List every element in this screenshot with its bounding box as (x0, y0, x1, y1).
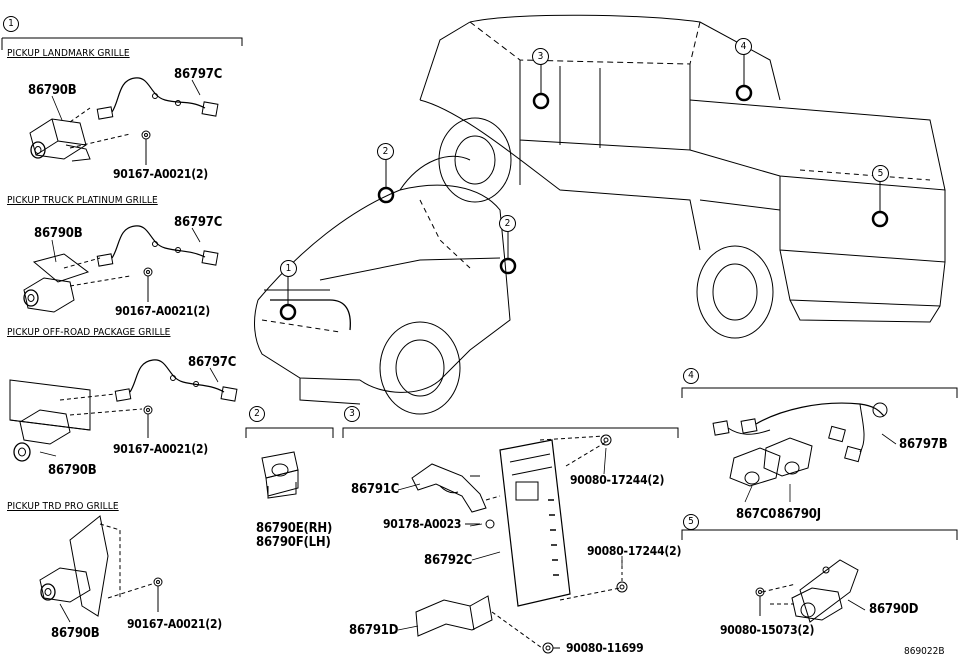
part-bracket-lower: 86791D (349, 623, 399, 638)
group-4-label: 4 (683, 368, 699, 384)
truck-callout-2-mirror: 2 (499, 215, 516, 232)
part-nut-top: 90080-17244(2) (570, 473, 665, 487)
offroad-camera-illustration (9, 379, 91, 462)
part-clip: 90178-A0023 (383, 517, 462, 531)
part-g5-screw: 90080-15073(2) (720, 623, 815, 637)
part-g5-camera: 86790D (869, 602, 919, 617)
upper-bracket-illustration (411, 463, 487, 513)
part-landmark-camera: 86790B (28, 83, 77, 98)
heading-platinum-grille: PICKUP TRUCK PLATINUM GRILLE (7, 195, 158, 206)
part-g4-camera: 86790J (777, 507, 821, 522)
group-5-label: 5 (683, 514, 699, 530)
part-mirror-camera-lh: 86790F(LH) (256, 535, 331, 550)
g5-screw-illustration (755, 587, 765, 616)
figure-id: 869022B (904, 646, 945, 657)
truck-callout-leaders (287, 54, 881, 305)
group-2-label: 2 (249, 406, 265, 422)
trd-screw-illustration (153, 577, 163, 612)
g4-harness-illustration (712, 402, 888, 463)
part-nut-side: 90080-17244(2) (587, 544, 682, 558)
mirror-camera-illustration (261, 451, 299, 499)
part-offroad-harness: 86797C (188, 355, 237, 370)
group1-bracket (2, 37, 243, 46)
module-illustration (499, 439, 571, 607)
trd-camera-illustration (39, 515, 109, 617)
group3-bracket (342, 427, 679, 438)
truck-callout-5: 5 (872, 165, 889, 182)
part-landmark-harness: 86797C (174, 67, 223, 82)
part-mirror-camera-rh: 86790E(RH) (256, 521, 333, 536)
part-platinum-camera: 86790B (34, 226, 83, 241)
part-offroad-camera: 86790B (48, 463, 97, 478)
bolt-illustration (542, 642, 554, 654)
group2-bracket (245, 427, 334, 438)
nut-side-illustration (616, 560, 628, 593)
nut-top-illustration (600, 434, 612, 446)
part-bracket-upper: 86791C (351, 482, 400, 497)
landmark-camera-illustration (29, 118, 91, 162)
group-1-label: 1 (3, 16, 19, 32)
part-trd-camera: 86790B (51, 626, 100, 641)
leader-lines (39, 79, 897, 631)
group5-bracket (681, 529, 958, 540)
lower-bracket-illustration (415, 595, 493, 637)
g5-camera-illustration (791, 559, 859, 623)
g4-camera-illustration (729, 437, 813, 487)
part-platinum-harness: 86797C (174, 215, 223, 230)
truck-illustration (254, 14, 946, 415)
part-platinum-screw: 90167-A0021(2) (115, 304, 211, 318)
landmark-screw-illustration (141, 130, 151, 165)
truck-callout-3: 3 (532, 48, 549, 65)
part-g4-867c0: 867C0 (736, 507, 777, 522)
landmark-harness-illustration (96, 77, 219, 120)
part-offroad-screw: 90167-A0021(2) (113, 442, 209, 456)
platinum-camera-illustration (23, 253, 90, 313)
group4-bracket (681, 387, 958, 398)
part-trd-screw: 90167-A0021(2) (127, 617, 223, 631)
truck-callout-2-windshield: 2 (377, 143, 394, 160)
group-3-label: 3 (344, 406, 360, 422)
truck-callout-1: 1 (280, 260, 297, 277)
heading-landmark-grille: PICKUP LANDMARK GRILLE (7, 48, 130, 59)
truck-target-rings (279, 84, 889, 321)
heading-offroad-grille: PICKUP OFF-ROAD PACKAGE GRILLE (7, 327, 171, 338)
offroad-screw-illustration (143, 405, 153, 438)
truck-callout-4: 4 (735, 38, 752, 55)
part-module: 86792C (424, 553, 473, 568)
part-g4-harness: 86797B (899, 437, 948, 452)
heading-trdpro-grille: PICKUP TRD PRO GRILLE (7, 501, 119, 512)
part-landmark-screw: 90167-A0021(2) (113, 167, 209, 181)
platinum-screw-illustration (143, 267, 153, 302)
offroad-harness-illustration (114, 359, 238, 402)
platinum-harness-illustration (96, 225, 219, 267)
part-bolt: 90080-11699 (566, 641, 644, 655)
